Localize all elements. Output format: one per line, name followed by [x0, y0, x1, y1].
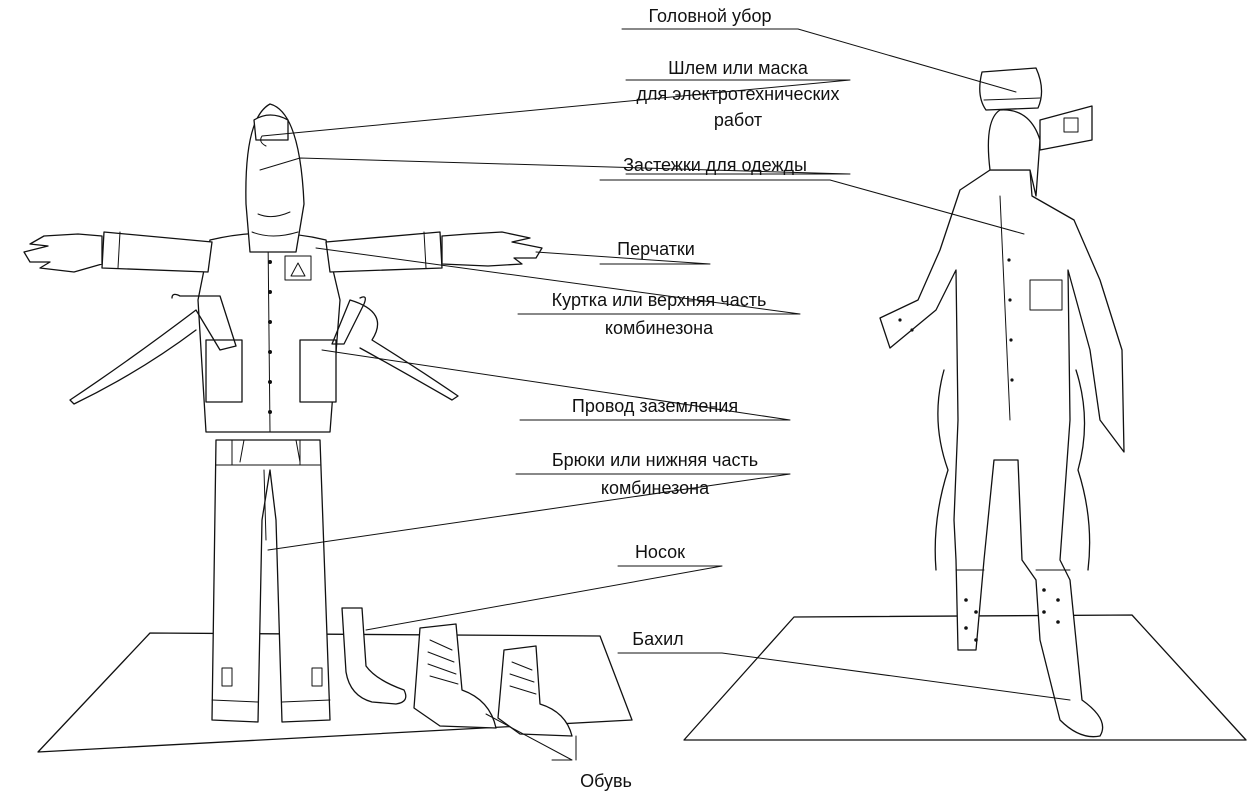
- label-fasteners: Застежки для одежды: [623, 155, 807, 175]
- label-trousers-line2: комбинезона: [601, 478, 710, 498]
- label-gloves: Перчатки: [617, 239, 695, 259]
- label-footwear: Обувь: [580, 771, 632, 791]
- label-jacket-line1: Куртка или верхняя часть: [552, 290, 767, 310]
- label-helmet-line3: работ: [714, 110, 762, 130]
- label-sock: Носок: [635, 542, 685, 562]
- label-jacket-line2: комбинезона: [605, 318, 714, 338]
- hood-helmet: [246, 104, 304, 252]
- label-overshoe: Бахил: [632, 629, 683, 649]
- jacket: [198, 233, 340, 432]
- label-helmet-line1: Шлем или маска: [668, 58, 809, 78]
- label-trousers-line1: Брюки или нижняя часть: [552, 450, 758, 470]
- label-ground-wire: Провод заземления: [572, 396, 738, 416]
- label-helmet-line2: для электротехнических: [637, 84, 840, 104]
- label-headwear: Головной убор: [649, 6, 772, 26]
